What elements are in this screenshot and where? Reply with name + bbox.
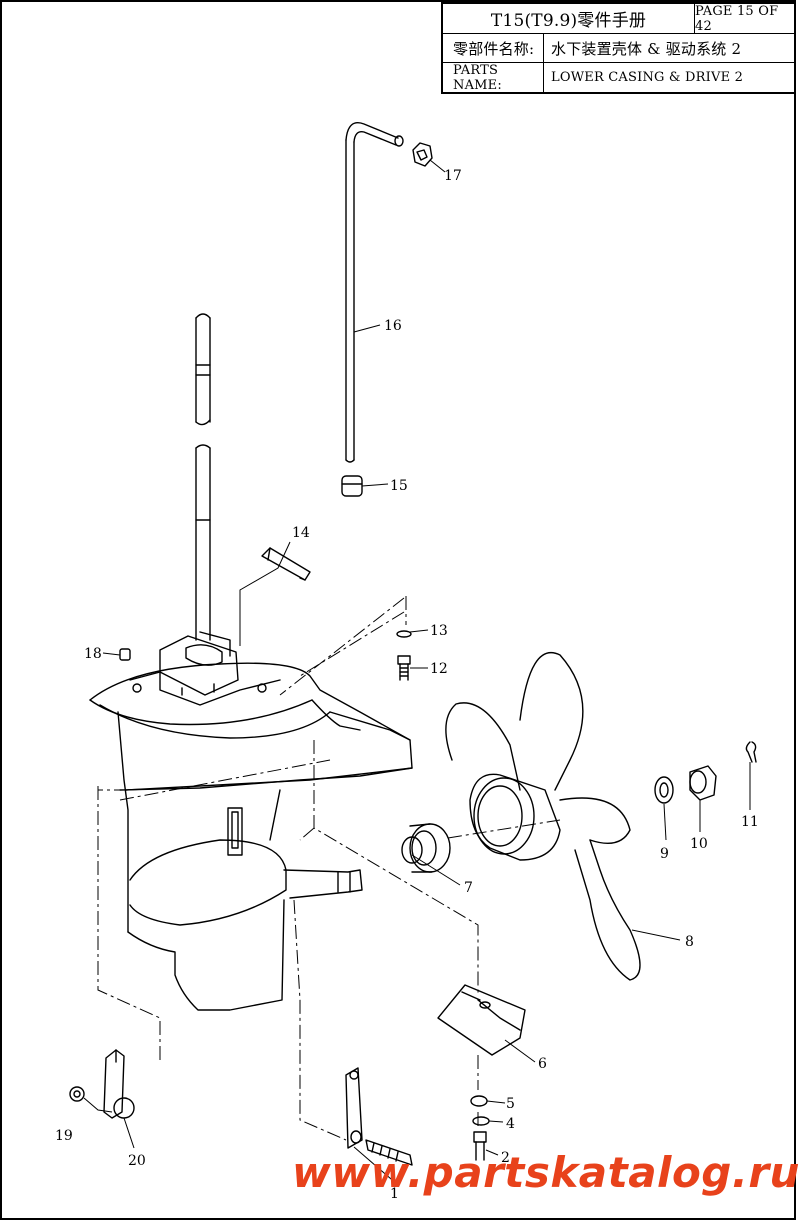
water-pump-base xyxy=(129,631,281,706)
callout-5: 5 xyxy=(506,1096,515,1112)
name-cn-label: 零部件名称: xyxy=(453,39,535,58)
leader-lines xyxy=(83,159,751,1186)
callout-11: 11 xyxy=(741,814,759,830)
part-8-propeller xyxy=(445,651,641,981)
callout-2: 2 xyxy=(501,1150,510,1166)
part-15-grommet xyxy=(341,475,363,497)
callout-19: 19 xyxy=(55,1128,73,1144)
part-18-pin xyxy=(119,648,131,661)
doc-title: T15(T9.9)零件手册 xyxy=(490,11,647,31)
callout-4: 4 xyxy=(506,1116,515,1132)
callout-18: 18 xyxy=(84,646,102,662)
part-4-washer xyxy=(472,1116,490,1126)
callout-17: 17 xyxy=(444,168,462,184)
part-9-washer xyxy=(654,776,674,804)
part-12-bolt xyxy=(397,655,411,681)
part-14-bracket xyxy=(261,547,311,581)
callout-15: 15 xyxy=(390,478,408,494)
alignment-lines xyxy=(97,596,561,1141)
part-10-nut xyxy=(689,765,717,801)
callout-8: 8 xyxy=(685,934,694,950)
name-cn-value: 水下装置壳体 & 驱动系统 2 xyxy=(551,39,742,58)
callout-6: 6 xyxy=(538,1056,547,1072)
page-label: PAGE 15 OF 42 xyxy=(695,3,779,34)
part-13-washer xyxy=(396,630,412,638)
part-11-cotter-pin xyxy=(745,741,757,763)
name-cn-row: 零部件名称: 水下装置壳体 & 驱动系统 2 xyxy=(443,34,794,63)
callout-labels: 1 2 4 5 6 7 8 9 10 11 12 13 14 15 16 17 … xyxy=(55,168,759,1202)
callout-14: 14 xyxy=(292,525,310,541)
part-20-bracket xyxy=(103,1049,135,1119)
drive-shaft xyxy=(195,313,211,641)
callout-9: 9 xyxy=(660,846,669,862)
name-en-value: LOWER CASING & DRIVE 2 xyxy=(551,70,744,85)
part-7-washer xyxy=(401,823,451,873)
part-5-washer xyxy=(470,1095,488,1107)
title-block: T15(T9.9)零件手册 PAGE 15 OF 42 零部件名称: 水下装置壳… xyxy=(441,2,796,94)
part-19-nut xyxy=(69,1086,85,1102)
callout-7: 7 xyxy=(464,880,473,896)
callout-16: 16 xyxy=(384,318,402,334)
callout-1: 1 xyxy=(390,1186,399,1202)
lower-casing xyxy=(89,662,413,1011)
callout-10: 10 xyxy=(690,836,708,852)
part-2-bolt xyxy=(473,1131,487,1161)
name-en-row: PARTS NAME: LOWER CASING & DRIVE 2 xyxy=(443,62,794,93)
callout-20: 20 xyxy=(128,1153,146,1169)
part-1-trim-tab xyxy=(345,1067,413,1166)
title-row: T15(T9.9)零件手册 PAGE 15 OF 42 xyxy=(443,4,794,34)
part-16-rod xyxy=(345,122,404,463)
name-en-label: PARTS NAME: xyxy=(453,62,502,93)
part-6-anode xyxy=(437,984,526,1056)
callout-13: 13 xyxy=(430,623,448,639)
callout-12: 12 xyxy=(430,661,448,677)
part-17-clip xyxy=(412,142,433,167)
watermark-url: www.partskatalog.ru xyxy=(292,1148,800,1197)
